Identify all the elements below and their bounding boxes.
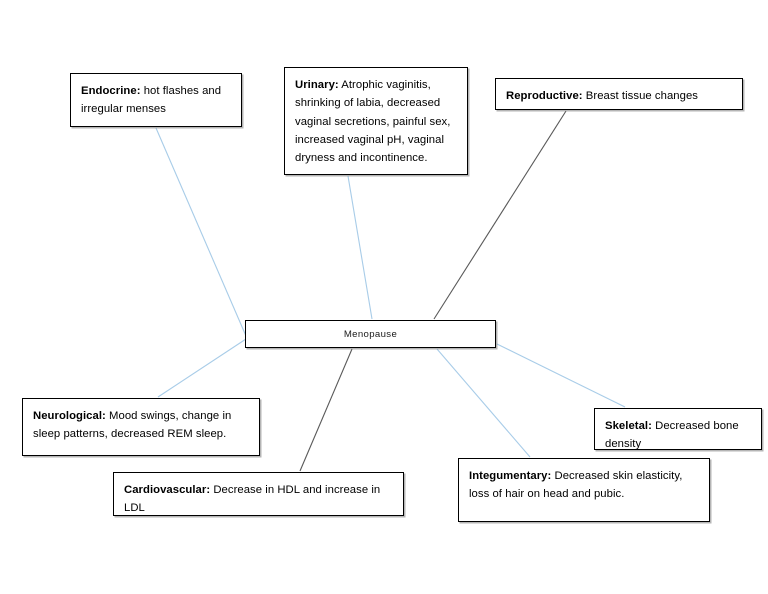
connector-reproductive: [433, 110, 567, 320]
node-cardiovascular[interactable]: Cardiovascular: Decrease in HDL and incr…: [113, 472, 404, 516]
node-neurological-category: Neurological:: [33, 410, 106, 422]
node-skeletal-description: Decreased bone density: [605, 420, 739, 451]
connector-cardiovascular: [299, 348, 353, 472]
node-skeletal-category: Skeletal:: [605, 420, 652, 432]
node-neurological-description: Mood swings, change in sleep patterns, d…: [33, 410, 232, 441]
node-skeletal[interactable]: Skeletal: Decreased bone density: [594, 408, 762, 450]
node-cardiovascular-description: Decrease in HDL and increase in LDL: [124, 484, 381, 515]
node-endocrine-category: Endocrine:: [81, 85, 141, 97]
node-reproductive-description: Breast tissue changes: [582, 90, 698, 102]
node-integumentary-category: Integumentary:: [469, 470, 552, 482]
node-integumentary[interactable]: Integumentary: Decreased skin elasticity…: [458, 458, 710, 522]
connector-endocrine: [155, 127, 247, 337]
connector-skeletal: [496, 343, 626, 408]
node-urinary[interactable]: Urinary: Atrophic vaginitis, shrinking o…: [284, 67, 468, 175]
node-urinary-description: Atrophic vaginitis, shrinking of labia, …: [295, 79, 451, 165]
node-menopause-center[interactable]: Menopause: [245, 320, 496, 348]
connector-urinary: [347, 175, 373, 320]
node-neurological[interactable]: Neurological: Mood swings, change in sle…: [22, 398, 260, 456]
node-endocrine-description: hot flashes and irregular menses: [81, 85, 222, 116]
node-reproductive-category: Reproductive:: [506, 90, 583, 102]
connector-integumentary: [436, 348, 531, 458]
node-urinary-category: Urinary:: [295, 79, 339, 91]
node-reproductive[interactable]: Reproductive: Breast tissue changes: [495, 78, 743, 110]
node-cardiovascular-category: Cardiovascular:: [124, 484, 211, 496]
node-menopause-label: Menopause: [343, 328, 398, 340]
node-endocrine[interactable]: Endocrine: hot flashes and irregular men…: [70, 73, 242, 127]
node-integumentary-description: Decreased skin elasticity, loss of hair …: [469, 470, 683, 501]
connector-neurological: [157, 338, 247, 398]
